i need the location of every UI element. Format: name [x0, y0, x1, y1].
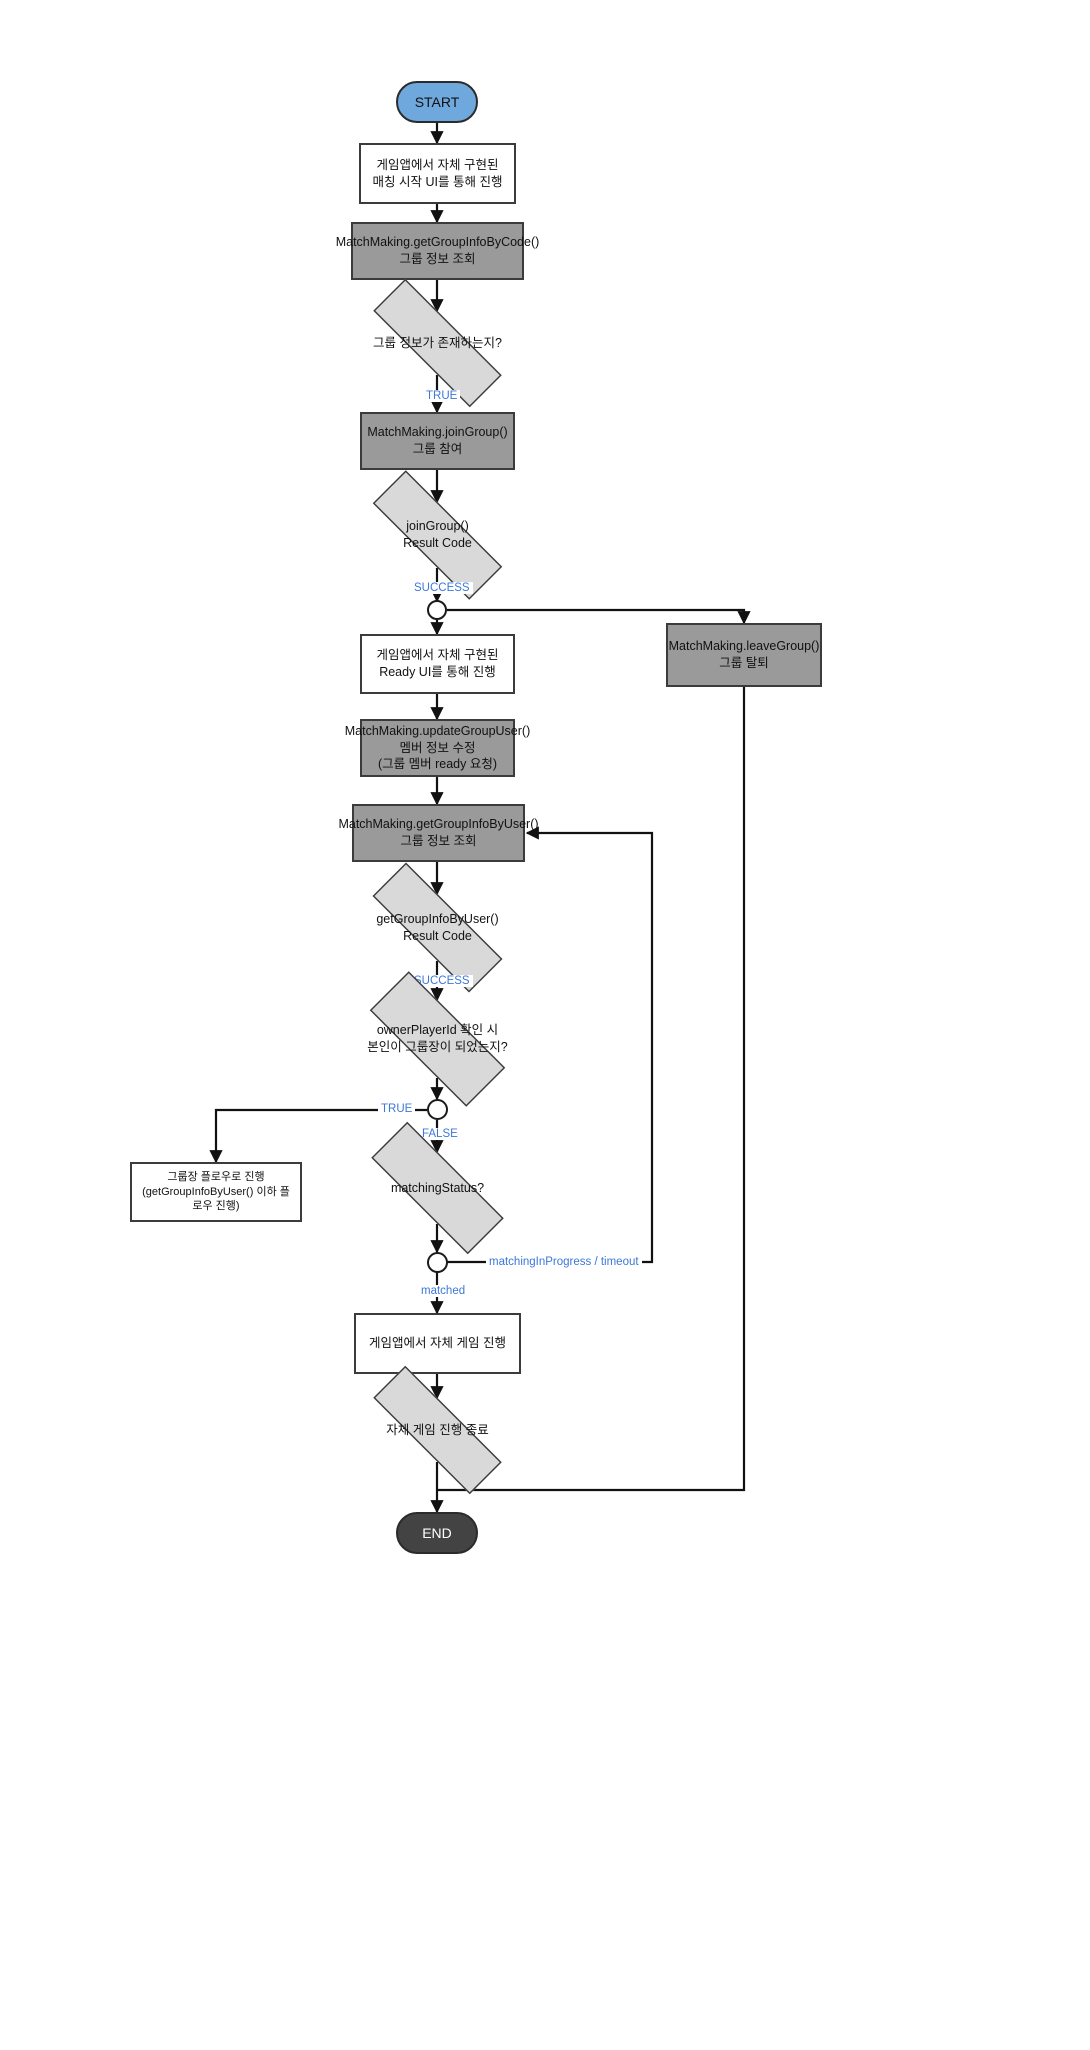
node-junction-owner[interactable] — [427, 1099, 448, 1120]
node-get-group-info-by-user-label: MatchMaking.getGroupInfoByUser() 그룹 정보 조… — [338, 817, 539, 848]
node-group-exists[interactable]: 그룹 정보가 존재하는지? — [341, 278, 534, 408]
node-ready-ui-label: 게임앱에서 자체 구현된 Ready UI를 통해 진행 — [376, 648, 499, 679]
node-owner-flow-label: 그룹장 플로우로 진행 (getGroupInfoByUser() 이하 플로우… — [142, 1170, 290, 1213]
node-ready-ui[interactable]: 게임앱에서 자체 구현된 Ready UI를 통해 진행 — [360, 634, 515, 694]
node-junction-matching[interactable] — [427, 1252, 448, 1273]
node-owner-flow[interactable]: 그룹장 플로우로 진행 (getGroupInfoByUser() 이하 플로우… — [130, 1162, 302, 1222]
node-get-group-info-by-user-result-label: getGroupInfoByUser() Result Code — [376, 911, 499, 943]
node-join-group-result-label: joinGroup() Result Code — [403, 519, 472, 550]
edge-label-success-get-group-info: SUCCESS — [411, 975, 473, 987]
node-junction-success[interactable] — [427, 600, 447, 620]
node-match-start-ui[interactable]: 게임앱에서 자체 구현된 매칭 시작 UI를 통해 진행 — [359, 143, 516, 204]
node-game-finished[interactable]: 자체 게임 진행 종료 — [341, 1365, 534, 1495]
edge-label-false-owner: FALSE — [419, 1128, 461, 1140]
node-get-group-info-by-user-result[interactable]: getGroupInfoByUser() Result Code — [341, 862, 534, 993]
node-play-game-label: 게임앱에서 자체 게임 진행 — [369, 1336, 506, 1351]
edge-label-true-group-exists: TRUE — [423, 390, 461, 402]
node-get-group-info-by-code-label: MatchMaking.getGroupInfoByCode() 그룹 정보 조… — [335, 235, 540, 266]
node-get-group-info-by-user[interactable]: MatchMaking.getGroupInfoByUser() 그룹 정보 조… — [338, 804, 539, 862]
node-match-start-ui-label: 게임앱에서 자체 구현된 매칭 시작 UI를 통해 진행 — [372, 157, 503, 189]
node-play-game[interactable]: 게임앱에서 자체 게임 진행 — [354, 1313, 521, 1374]
node-matching-status[interactable]: matchingStatus? — [341, 1121, 534, 1255]
node-group-exists-label: 그룹 정보가 존재하는지? — [373, 335, 502, 350]
node-end[interactable]: END — [396, 1512, 478, 1554]
node-join-group-label: MatchMaking.joinGroup() 그룹 참여 — [367, 425, 508, 456]
node-owner-check-label: ownerPlayerId 확인 시 본인이 그룹장이 되었는지? — [367, 1023, 508, 1054]
node-end-label: END — [422, 1524, 452, 1541]
node-update-group-user-label: MatchMaking.updateGroupUser() 멤버 정보 수정 (… — [344, 723, 531, 772]
edge-label-matched: matched — [418, 1285, 469, 1297]
node-owner-check[interactable]: ownerPlayerId 확인 시 본인이 그룹장이 되었는지? — [341, 971, 534, 1107]
node-start[interactable]: START — [396, 81, 478, 123]
node-game-finished-label: 자체 게임 진행 종료 — [386, 1422, 489, 1437]
node-leave-group[interactable]: MatchMaking.leaveGroup() 그룹 탈퇴 — [666, 623, 822, 687]
node-update-group-user[interactable]: MatchMaking.updateGroupUser() 멤버 정보 수정 (… — [345, 719, 530, 777]
edge-label-true-owner: TRUE — [378, 1103, 416, 1115]
node-get-group-info-by-code[interactable]: MatchMaking.getGroupInfoByCode() 그룹 정보 조… — [336, 222, 539, 280]
node-join-group-result[interactable]: joinGroup() Result Code — [341, 470, 534, 600]
node-start-label: START — [414, 93, 460, 110]
node-matching-status-label: matchingStatus? — [390, 1180, 485, 1195]
edge-label-matching-in-progress: matchingInProgress / timeout — [486, 1256, 642, 1268]
edge-label-success-join-group: SUCCESS — [411, 582, 473, 594]
node-join-group[interactable]: MatchMaking.joinGroup() 그룹 참여 — [360, 412, 515, 470]
node-leave-group-label: MatchMaking.leaveGroup() 그룹 탈퇴 — [668, 639, 820, 670]
